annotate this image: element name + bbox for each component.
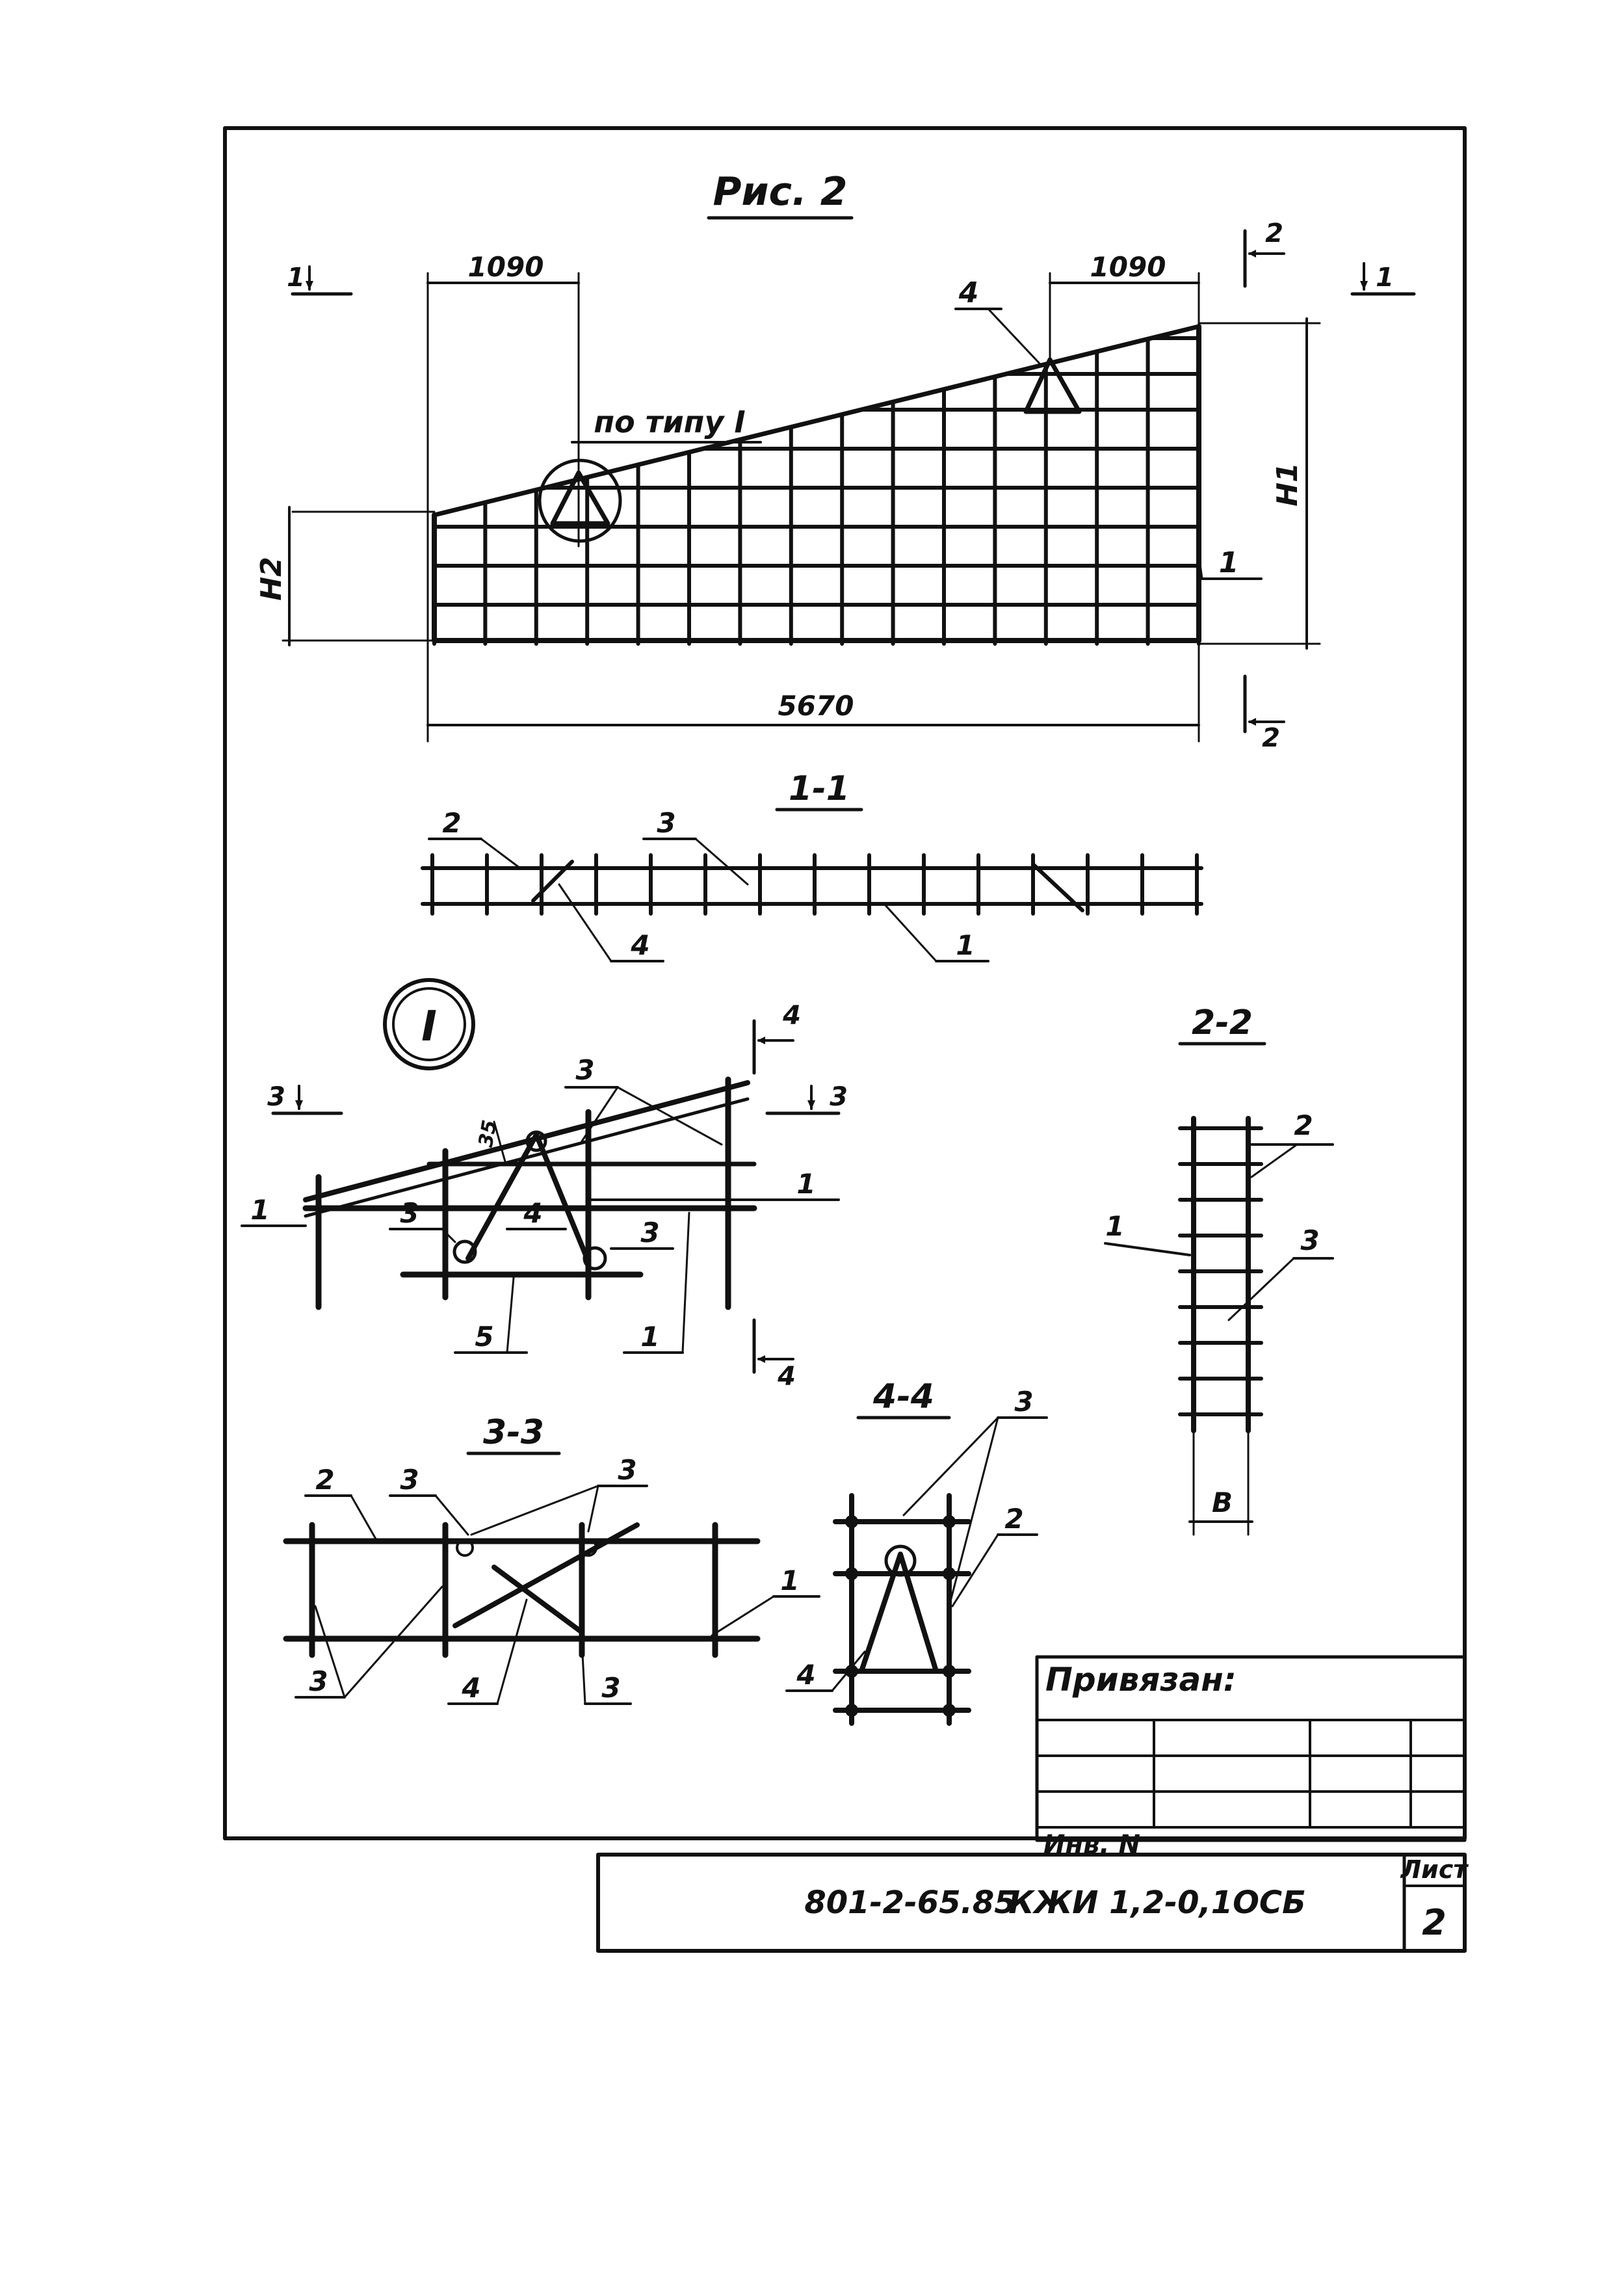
section-3-3-label-3-a: 3 — [400, 1464, 419, 1496]
detail-i-label-1-right: 1 — [796, 1168, 815, 1200]
brace-triangle-right — [1023, 357, 1082, 414]
detail-i-label-5: 5 — [475, 1321, 493, 1353]
detail-i-label-1-left: 1 — [250, 1194, 269, 1226]
section-3-3-title: 3-3 — [483, 1413, 544, 1452]
sheet-label: Лист — [1400, 1855, 1469, 1884]
cut-marker-3-right: 3 — [765, 1082, 848, 1115]
dim-right-1090: 1090 — [1090, 251, 1166, 283]
inventory-label: Инв. N — [1043, 1830, 1140, 1860]
section-1-1-label-1: 1 — [956, 929, 975, 961]
detail-reference-label: по типу I — [594, 404, 745, 440]
detail-callout-circle — [538, 458, 622, 543]
svg-text:2: 2 — [1262, 723, 1280, 753]
section-2-2-title: 2-2 — [1192, 1003, 1253, 1042]
sheet-designation: КЖИ 1,2-0,1ОСБ — [1008, 1885, 1305, 1921]
dim-total-5670: 5670 — [778, 690, 854, 722]
section-1-1-label-2: 2 — [442, 807, 461, 839]
section-2-2-dim-b: B — [1212, 1487, 1233, 1518]
tied-label: Привязан: — [1045, 1661, 1237, 1699]
detail-i-label-3-left: 3 — [400, 1197, 419, 1229]
section-1-1-title: 1-1 — [789, 769, 850, 808]
detail-i-label-1-bottom: 1 — [640, 1321, 659, 1353]
section-3-3-label-3-b: 3 — [618, 1454, 636, 1486]
section-1-1-label-3: 3 — [657, 807, 675, 839]
brace-triangle-left — [550, 470, 610, 526]
cut-marker-1-left: 1 — [287, 263, 353, 296]
section-1-1-label-4: 4 — [630, 929, 649, 961]
detail-i-marker-outer — [383, 978, 475, 1070]
cut-marker-2-top: 2 — [1243, 218, 1285, 288]
svg-text:1: 1 — [1376, 263, 1394, 293]
cut-marker-4-bottom: 4 — [752, 1318, 796, 1392]
section-2-2-label-3: 3 — [1300, 1224, 1319, 1256]
svg-text:4: 4 — [777, 1362, 796, 1392]
position-mark-4: 4 — [958, 276, 979, 310]
section-4-4-drawing — [785, 1416, 1048, 1726]
svg-text:4: 4 — [782, 1001, 801, 1031]
section-2-2-label-1: 1 — [1105, 1210, 1124, 1242]
detail-i-label-3-right: 3 — [640, 1217, 659, 1249]
cut-marker-1-right: 1 — [1350, 262, 1416, 296]
cut-marker-3-left: 3 — [267, 1082, 343, 1115]
section-3-3-label-3-d: 3 — [601, 1672, 620, 1704]
detail-i-title: I — [421, 1003, 437, 1051]
section-2-2-rungs — [1178, 1126, 1263, 1416]
section-1-1-posts — [430, 853, 1199, 916]
title-block — [596, 1655, 1467, 1953]
svg-text:2: 2 — [1265, 218, 1283, 248]
section-4-4-label-4: 4 — [796, 1659, 815, 1691]
section-4-4-title: 4-4 — [872, 1377, 934, 1416]
section-2-2-label-2: 2 — [1294, 1109, 1313, 1141]
project-code: 801-2-65.85 — [804, 1885, 1015, 1921]
detail-i-label-4: 4 — [523, 1197, 542, 1229]
section-3-3-label-3-c: 3 — [309, 1665, 328, 1697]
section-3-3-drawing — [283, 1485, 820, 1705]
top-sloped-bar — [432, 324, 1201, 518]
svg-text:3: 3 — [267, 1082, 285, 1112]
dim-height-h1: H1 — [1271, 462, 1304, 506]
section-1-1-drawing — [421, 838, 1203, 962]
cut-marker-2-bottom: 2 — [1243, 674, 1285, 753]
cut-marker-4-top: 4 — [752, 1001, 801, 1075]
dim-height-h2: H2 — [255, 557, 288, 600]
mesh-elevation — [432, 324, 1201, 646]
figure-title: Рис. 2 — [713, 169, 847, 215]
detail-i-drawing — [241, 1076, 840, 1354]
sheet-number: 2 — [1422, 1902, 1447, 1943]
section-4-4-label-3: 3 — [1014, 1386, 1033, 1418]
section-2-2-drawing — [1104, 1116, 1334, 1536]
section-3-3-label-1: 1 — [780, 1565, 799, 1596]
section-3-3-label-2: 2 — [315, 1464, 334, 1496]
svg-text:3: 3 — [830, 1082, 848, 1112]
position-mark-1: 1 — [1219, 546, 1239, 579]
detail-i-marker-inner — [392, 987, 466, 1061]
section-3-3-label-4: 4 — [461, 1672, 480, 1704]
section-4-4-label-2: 2 — [1004, 1503, 1023, 1535]
detail-i-label-3-top: 3 — [575, 1054, 594, 1086]
dim-left-1090: 1090 — [468, 251, 544, 283]
svg-text:1: 1 — [287, 263, 305, 293]
detail-i-dim-35: 35 — [475, 1118, 502, 1149]
sheet-frame — [223, 126, 1467, 1840]
elevation-dimensions — [282, 272, 1321, 743]
